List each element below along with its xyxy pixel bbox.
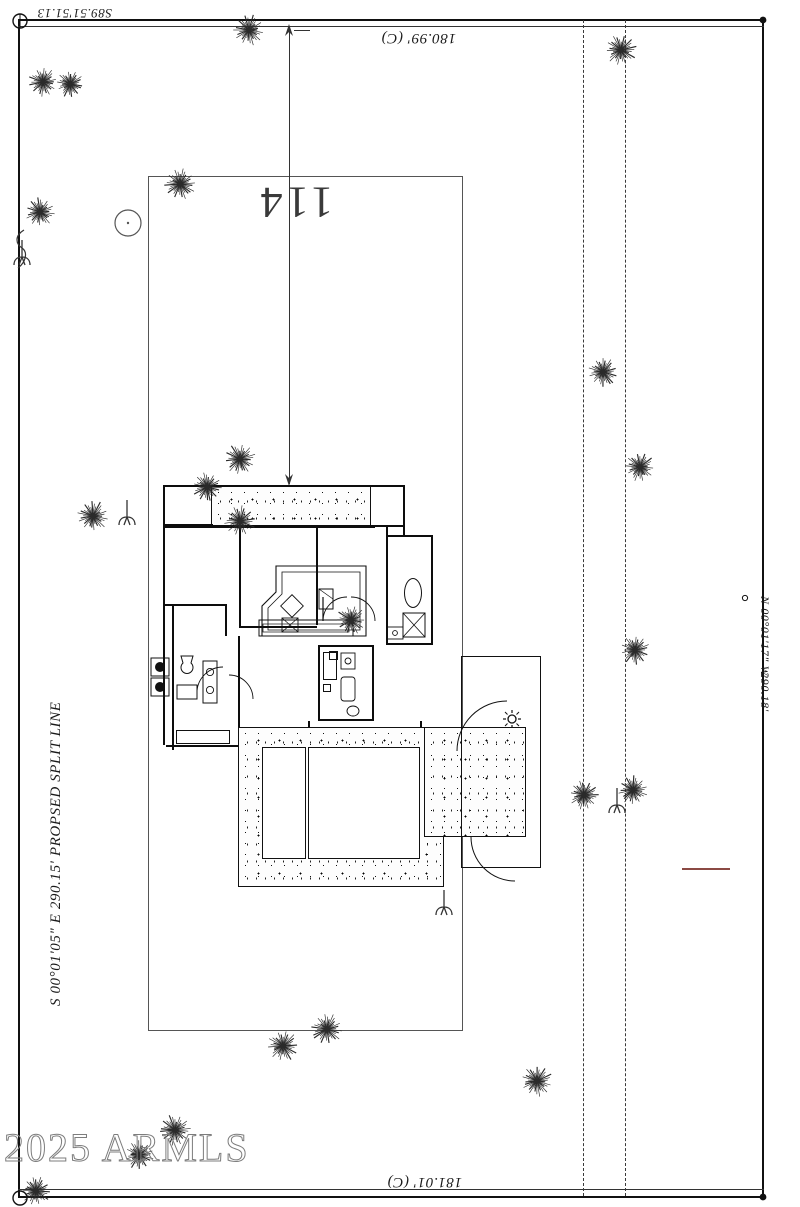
wall-exterior-north-2 xyxy=(371,485,403,487)
boundary-east xyxy=(762,19,764,1197)
wall-right-wing-west xyxy=(386,525,388,643)
setback-leader-line xyxy=(289,28,290,484)
easement-line-east xyxy=(625,20,626,1196)
hall-toilet-icon xyxy=(346,705,360,717)
wall-interior-north-band xyxy=(163,525,375,528)
boundary-north xyxy=(18,19,764,21)
hall-sink-icon xyxy=(340,652,356,670)
tree-symbol-icon xyxy=(621,636,649,665)
shower-fixture-icon xyxy=(402,612,426,638)
tree-symbol-icon xyxy=(606,36,637,65)
column-1 xyxy=(329,651,338,660)
tree-symbol-icon xyxy=(618,775,648,804)
bathtub-fixture xyxy=(404,578,422,608)
tree-symbol-icon xyxy=(522,1066,552,1097)
tree-symbol-icon xyxy=(164,168,195,199)
shrub-symbol-icon xyxy=(435,890,453,916)
east-line-tick-icon xyxy=(741,594,749,602)
boundary-north-offset xyxy=(18,26,764,27)
vanity-fixture-icon xyxy=(176,684,198,700)
tree-outline-icon xyxy=(114,209,142,237)
tree-symbol-icon xyxy=(22,1177,50,1205)
tree-symbol-icon xyxy=(225,445,256,474)
tree-symbol-icon xyxy=(57,71,83,97)
tree-symbol-icon xyxy=(588,358,617,387)
boundary-west xyxy=(18,19,20,1197)
lot-outline xyxy=(148,176,463,1031)
survey-monument-nw-icon xyxy=(12,13,28,29)
wall-left-wing-north xyxy=(163,604,225,606)
hall-tub-icon xyxy=(340,676,356,702)
tree-symbol-icon xyxy=(26,197,55,226)
wall-left-wing-south xyxy=(166,745,238,747)
setback-tick-top xyxy=(294,30,310,31)
survey-monument-ne-icon xyxy=(759,16,767,24)
tree-symbol-icon xyxy=(224,505,255,535)
tree-symbol-icon xyxy=(193,472,222,501)
survey-monument-se-icon xyxy=(759,1193,767,1201)
boundary-south xyxy=(18,1196,764,1198)
patio-gravel-east xyxy=(424,727,526,837)
wall-hall-north xyxy=(318,645,374,647)
wall-hall-east xyxy=(372,645,374,721)
tree-symbol-icon xyxy=(77,501,108,531)
northwest-corner-label: S89.51'51.13 xyxy=(37,6,112,21)
wall-left-wing-inner xyxy=(238,636,240,746)
bath-counter-icon xyxy=(202,660,218,704)
south-dimension-label: 181.01' (C) xyxy=(387,1174,462,1190)
equipment-pad-2-icon xyxy=(150,677,170,697)
east-distance-label: 290.18' xyxy=(758,672,772,712)
wall-right-wing-east xyxy=(403,485,405,535)
wall-hall-south xyxy=(318,719,374,721)
door-swing-3-icon xyxy=(228,674,254,700)
equipment-pad-1-icon xyxy=(150,657,170,677)
tree-symbol-icon xyxy=(126,1140,154,1169)
shrub-symbol-icon xyxy=(13,240,31,266)
wall-left-wing-east xyxy=(172,604,174,750)
patio-arc-north-icon xyxy=(456,700,508,752)
tree-symbol-icon xyxy=(268,1031,298,1060)
wall-exterior-north-1 xyxy=(163,485,375,487)
tree-symbol-icon xyxy=(570,780,599,810)
hall-closet xyxy=(323,652,337,680)
west-split-line-label: S 00°01'05" E 290.15' PROPSED SPLIT LINE xyxy=(48,701,64,1006)
red-annotation-line xyxy=(682,868,730,870)
boundary-south-offset xyxy=(18,1189,764,1190)
wall-right-wing-n xyxy=(386,535,431,537)
wall-hall-west xyxy=(318,645,320,721)
setback-arrow-icon xyxy=(285,474,293,486)
patio-arc-south-icon xyxy=(470,836,516,882)
shrub-symbol-icon xyxy=(608,788,626,814)
door-swing-2-icon xyxy=(350,596,376,622)
east-bearing-label: N 00°01'17" W xyxy=(758,596,772,677)
wall-central-east xyxy=(316,525,318,625)
tree-symbol-icon xyxy=(29,68,56,97)
door-swing-4-icon xyxy=(196,666,224,692)
tree-symbol-icon xyxy=(160,1115,191,1146)
left-wing-window xyxy=(176,730,230,744)
easement-line-west xyxy=(583,20,584,1196)
courtyard-void-right xyxy=(308,747,420,859)
wall-right-wing-outer xyxy=(431,535,433,645)
tree-symbol-icon xyxy=(233,14,263,46)
lot-number-label: 114 xyxy=(256,178,333,227)
wall-exterior-west xyxy=(163,485,165,745)
toilet-fixture-icon xyxy=(180,655,194,674)
tree-symbol-icon xyxy=(626,453,654,481)
door-swing-1-icon xyxy=(322,596,348,622)
courtyard-void-left xyxy=(262,747,306,859)
wall-left-wing-nub xyxy=(225,604,227,636)
column-2 xyxy=(323,684,331,692)
tree-symbol-icon xyxy=(337,606,365,634)
north-dimension-label: 180.99' (C) xyxy=(381,30,456,46)
wall-central-west xyxy=(239,525,241,627)
sink-fixture-icon xyxy=(386,626,404,640)
setback-arrow-top-icon xyxy=(285,24,293,36)
covered-patio-outline xyxy=(461,656,541,868)
tree-symbol-icon xyxy=(311,1014,342,1044)
wall-central-south xyxy=(239,626,317,628)
shrub-symbol-icon xyxy=(118,500,136,526)
wall-right-wing-s xyxy=(386,643,431,645)
patio-light-icon xyxy=(503,710,521,728)
